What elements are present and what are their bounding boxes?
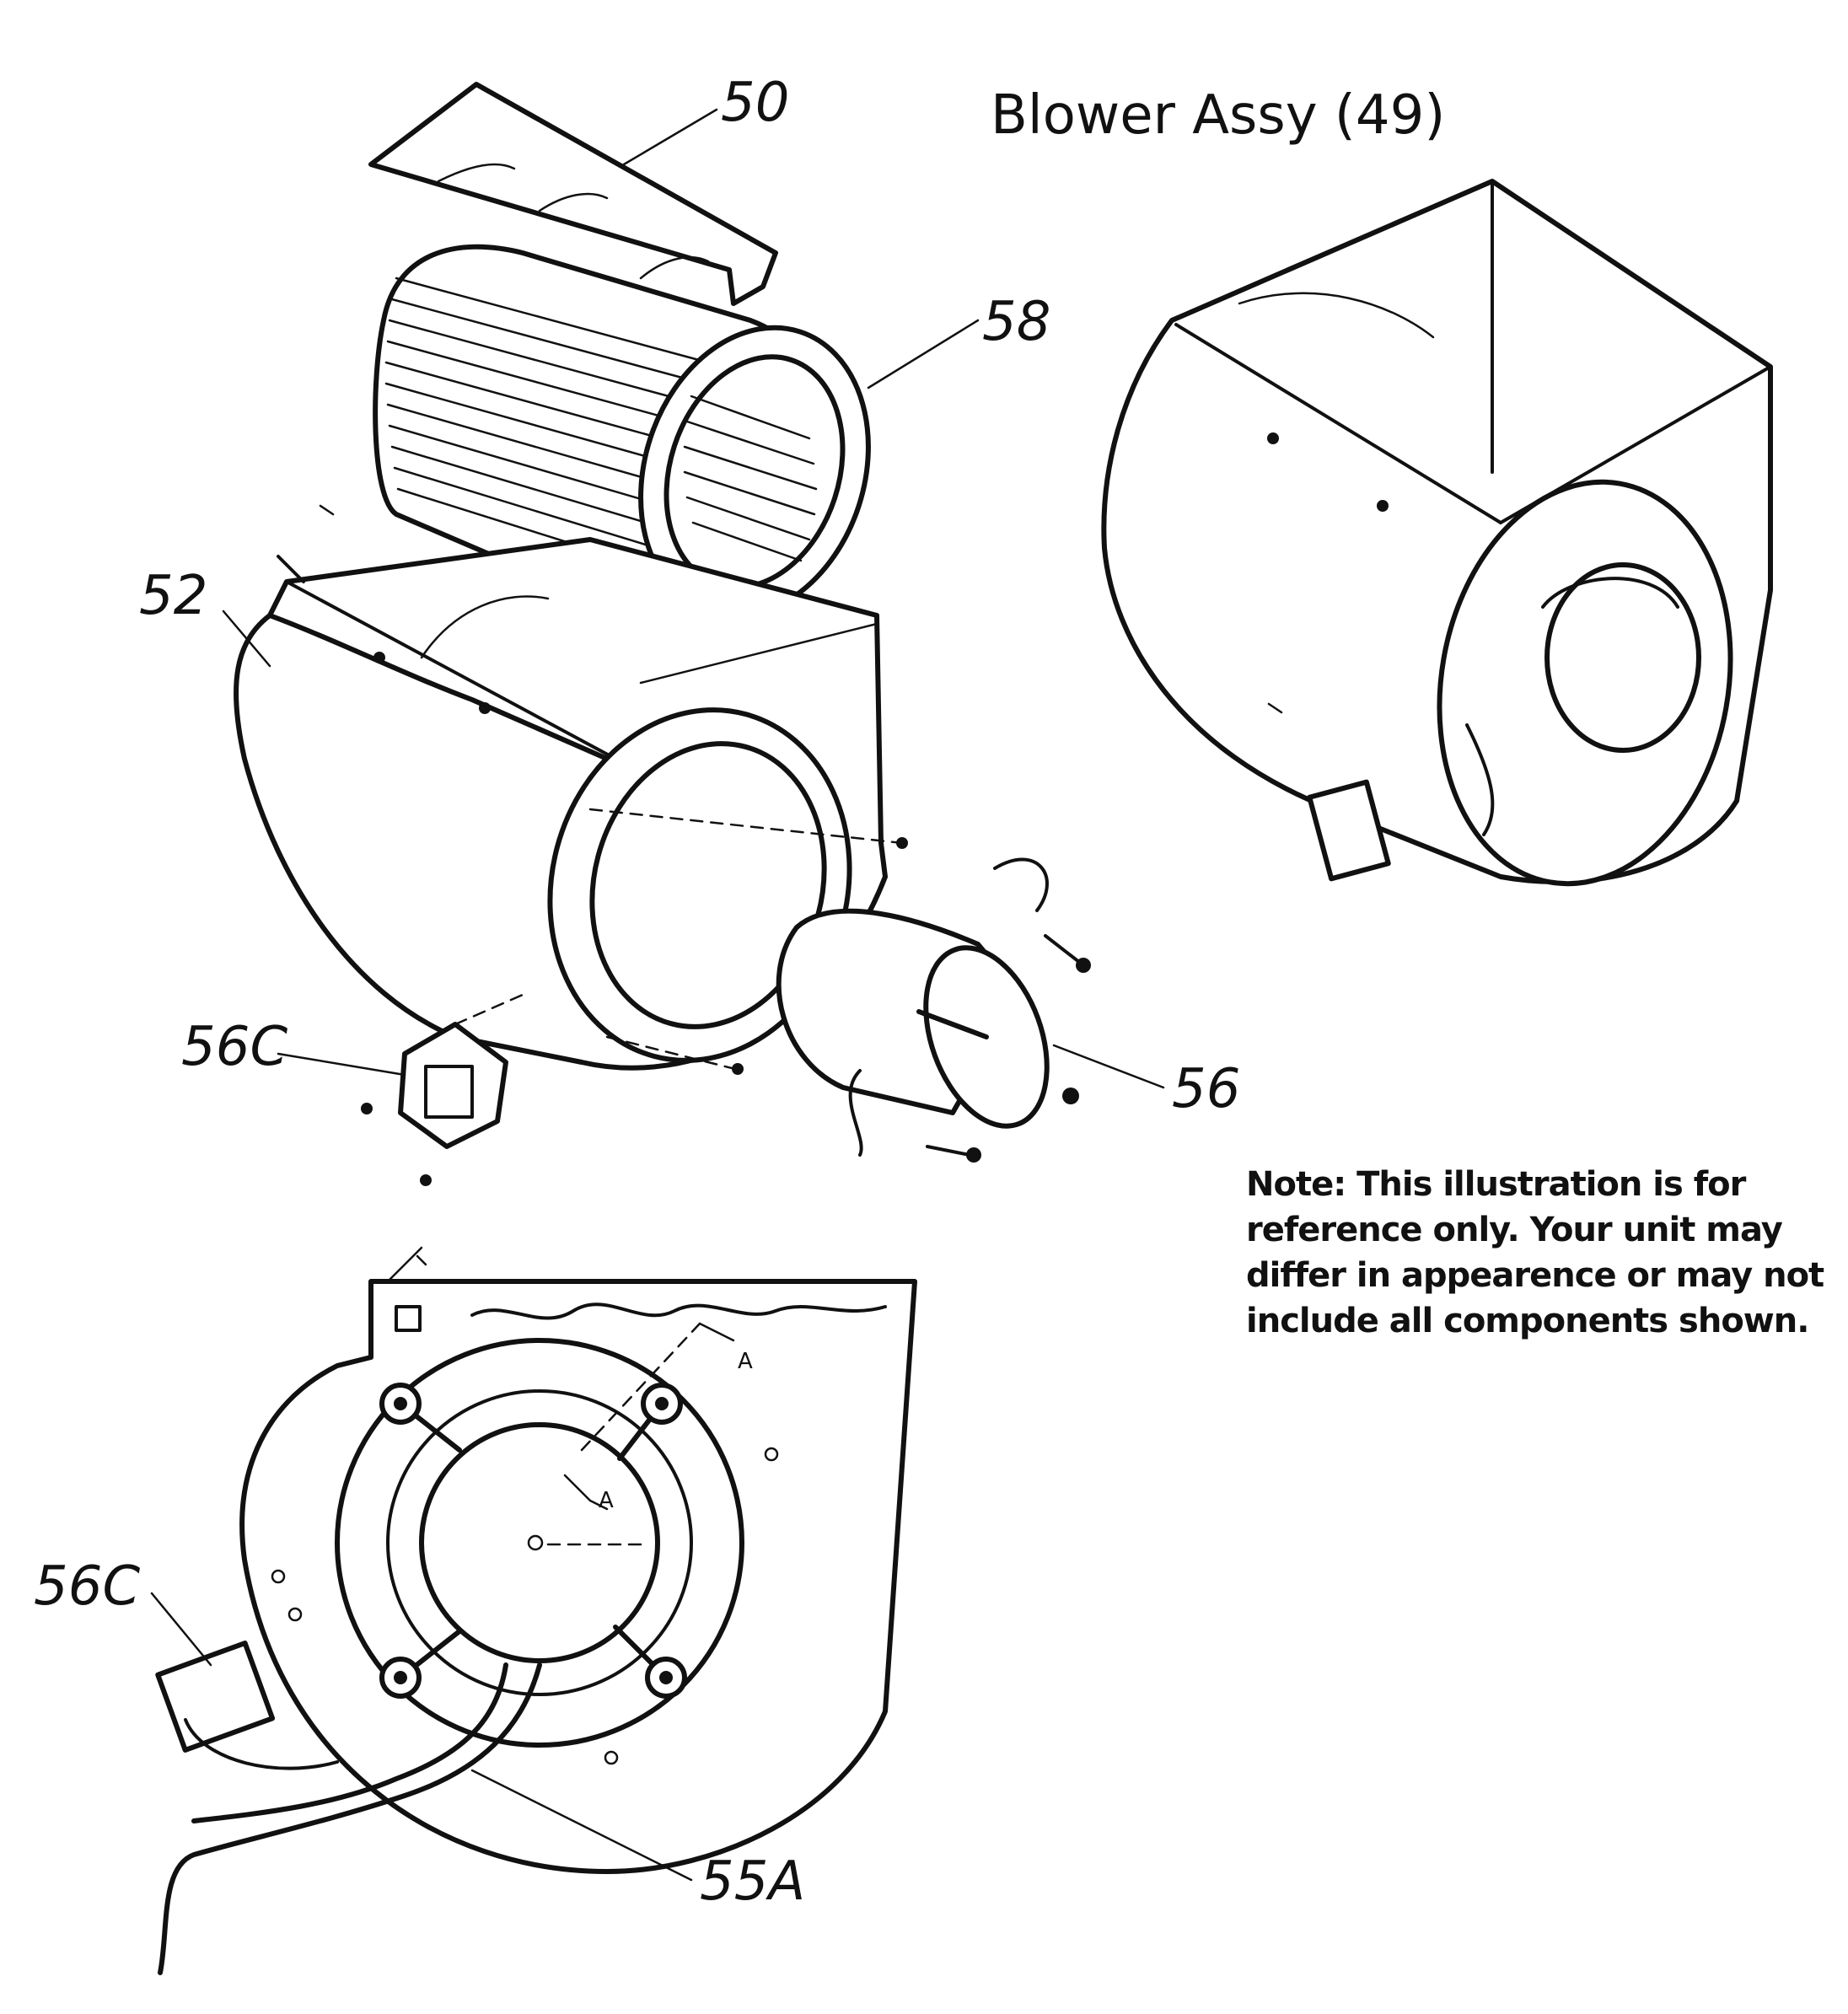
motor-56 xyxy=(776,857,1091,1163)
callout-56: 56 xyxy=(1172,1058,1241,1120)
note-line: differ in appearence or may not xyxy=(1246,1256,1824,1295)
reference-note: Note: This illustration is for reference… xyxy=(1246,1162,1824,1344)
callout-52: 52 xyxy=(139,565,208,627)
capacitor-56c-upper xyxy=(361,993,524,1186)
section-view-blower xyxy=(155,1246,917,1975)
section-mark-a-lower: A xyxy=(599,1488,614,1513)
callout-50: 50 xyxy=(721,72,790,134)
callout-56c-lower: 56C xyxy=(34,1555,141,1618)
leader-lines-lower xyxy=(150,1592,693,1882)
note-line: Note: This illustration is for xyxy=(1246,1165,1746,1204)
assembled-blower-view xyxy=(1101,179,1773,887)
cutoff-plate-50 xyxy=(368,82,778,306)
leader-lines-upper xyxy=(222,108,1165,1089)
note-line: include all components shown. xyxy=(1246,1302,1809,1340)
callout-58: 58 xyxy=(982,291,1051,353)
diagram-title: Blower Assy (49) xyxy=(991,84,1446,147)
callout-56c-upper: 56C xyxy=(181,1016,288,1078)
note-line: reference only. Your unit may xyxy=(1246,1211,1783,1249)
section-mark-a-upper: A xyxy=(738,1349,753,1374)
callout-55a: 55A xyxy=(700,1850,806,1913)
